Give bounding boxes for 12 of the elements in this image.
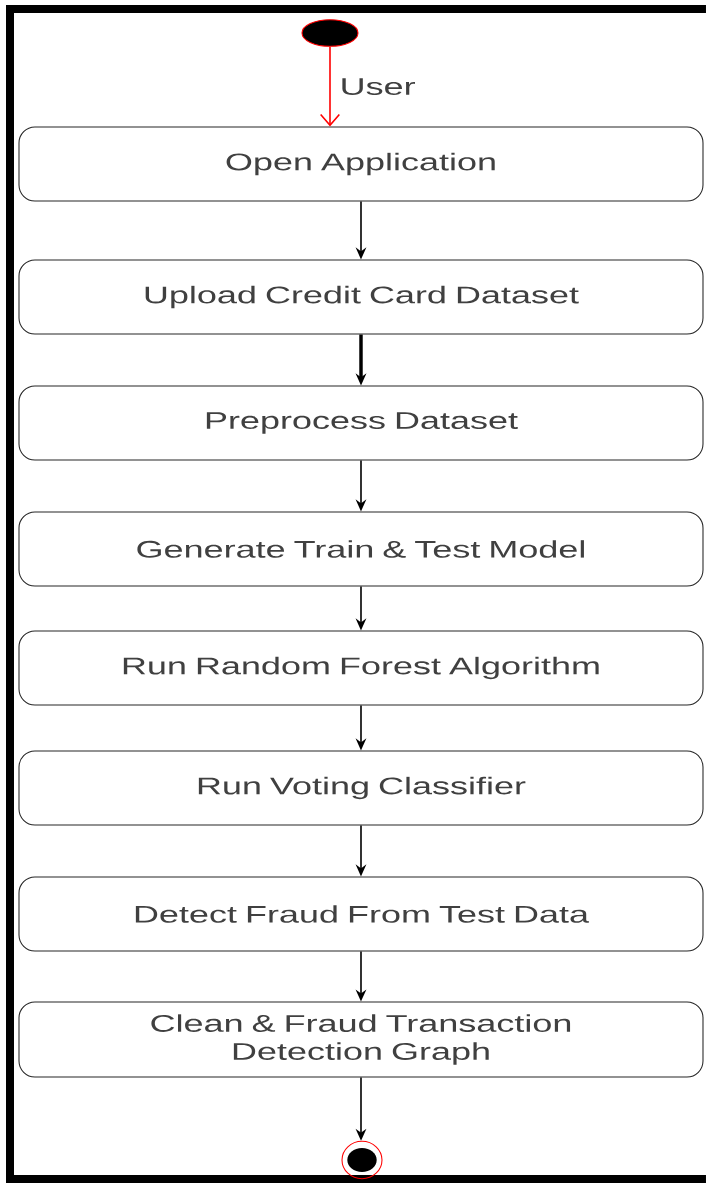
activity-box: Run Voting Classifier bbox=[18, 750, 704, 826]
activity-box: Clean & Fraud Transaction Detection Graph bbox=[18, 1001, 704, 1078]
activity-box: Run Random Forest Algorithm bbox=[18, 630, 704, 706]
activity-box: Detect Fraud From Test Data bbox=[18, 876, 704, 952]
activity-box: Upload Credit Card Dataset bbox=[18, 259, 704, 335]
activity-box: Open Application bbox=[18, 126, 704, 202]
activity-box: Preprocess Dataset bbox=[18, 385, 704, 461]
arrow bbox=[319, 46, 341, 127]
end-node bbox=[341, 1140, 383, 1180]
start-node bbox=[301, 19, 359, 47]
activity-box: Generate Train & Test Model bbox=[18, 511, 704, 587]
edge-label: User bbox=[338, 76, 417, 97]
